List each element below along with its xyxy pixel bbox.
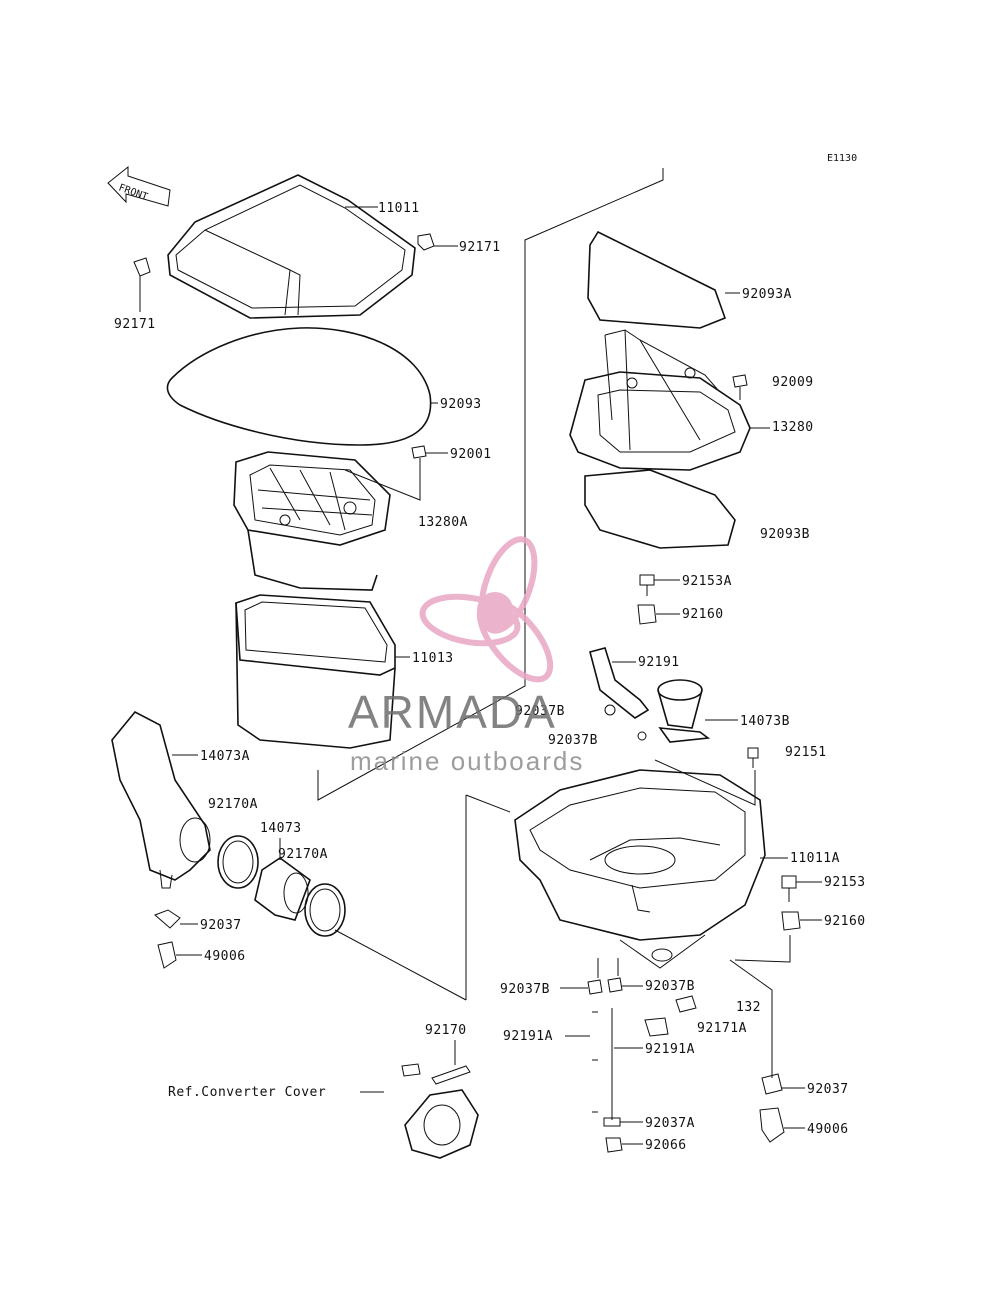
intake-duct [111,710,211,889]
small-clamp-icon [154,909,181,969]
bracket-icon [644,995,697,1037]
air-cleaner-case [514,769,766,969]
bolt-icon-92151 [747,747,759,768]
assembly-separator-lines [317,168,664,1000]
part-label-92037b-4: 92037B [645,979,695,994]
part-label-92171-left: 92171 [114,317,156,332]
part-label-92037b-1: 92037B [515,704,565,719]
part-label-92191a-left: 92191A [503,1029,553,1044]
part-label-92001: 92001 [450,447,492,462]
gasket-92093a [587,230,727,329]
part-label-92037b-2: 92037B [548,733,598,748]
propeller-logo-icon [419,536,554,683]
breather-hose [589,647,650,719]
part-label-92066: 92066 [645,1138,687,1153]
hose-clamp-icon [217,835,346,937]
watermark: ARMADA marine outboards [348,536,584,776]
part-label-14073a: 14073A [200,749,250,764]
part-label-92037-right: 92037 [807,1082,849,1097]
part-label-92191a-right: 92191A [645,1042,695,1057]
part-label-14073: 14073 [260,821,302,836]
reference-note: Ref.Converter Cover [168,1085,326,1100]
bolt-icon [732,374,748,400]
part-label-92151: 92151 [785,745,827,760]
part-label-92037a: 92037A [645,1116,695,1131]
part-label-14073b: 14073B [740,714,790,729]
grommet-icon [637,604,657,625]
element-holder [233,451,391,591]
part-label-92170a-right: 92170A [278,847,328,862]
part-label-92093a: 92093A [742,287,792,302]
screw-icon-92153 [781,875,797,902]
air-cleaner-cover [167,174,416,319]
part-label-92160-bottom: 92160 [824,914,866,929]
screw-icon-92153a [639,574,655,596]
part-label-92170a-left: 92170A [208,797,258,812]
part-label-92170: 92170 [425,1023,467,1038]
screw-icon [411,445,427,470]
intake-funnel [657,679,711,743]
clip-icon-a [604,704,616,716]
drain-hose-icon [592,1008,613,1120]
converter-cover-icon [401,1063,479,1159]
watermark-tagline: marine outboards [350,746,584,776]
diagram-code: E1130 [827,153,857,164]
part-label-11011a: 11011A [790,851,840,866]
part-label-92171a: 92171A [697,1021,747,1036]
part-label-92093b: 92093B [760,527,810,542]
drain-clip-icon [587,977,623,995]
part-label-92037b-3: 92037B [500,982,550,997]
part-label-13280a: 13280A [418,515,468,530]
part-label-92037-left: 92037 [200,918,242,933]
part-label-49006-right: 49006 [807,1122,849,1137]
part-label-92093: 92093 [440,397,482,412]
clamp-icon-right [759,1073,785,1143]
front-arrow-icon: FRONT [107,165,171,207]
element-holder-upper [569,329,751,471]
gasket-92093 [166,327,432,446]
gasket-92093b [584,469,736,549]
clip-icon-b [637,731,647,741]
part-label-13280: 13280 [772,420,814,435]
part-label-92191: 92191 [638,655,680,670]
part-label-92009: 92009 [772,375,814,390]
watermark-brand: ARMADA [348,686,557,738]
part-label-49006-left: 49006 [204,949,246,964]
front-label: FRONT [117,182,149,203]
clip-icon [133,233,435,277]
drain-plug-icon [603,1117,623,1153]
part-label-132: 132 [736,1000,761,1015]
part-label-92171-top: 92171 [459,240,501,255]
part-label-92153a: 92153A [682,574,732,589]
connecting-sleeve [254,857,311,921]
part-label-92153: 92153 [824,875,866,890]
grommet-icon-bottom [781,911,801,931]
part-label-11013: 11013 [412,651,454,666]
part-label-11011: 11011 [378,201,420,216]
part-label-92160-top: 92160 [682,607,724,622]
